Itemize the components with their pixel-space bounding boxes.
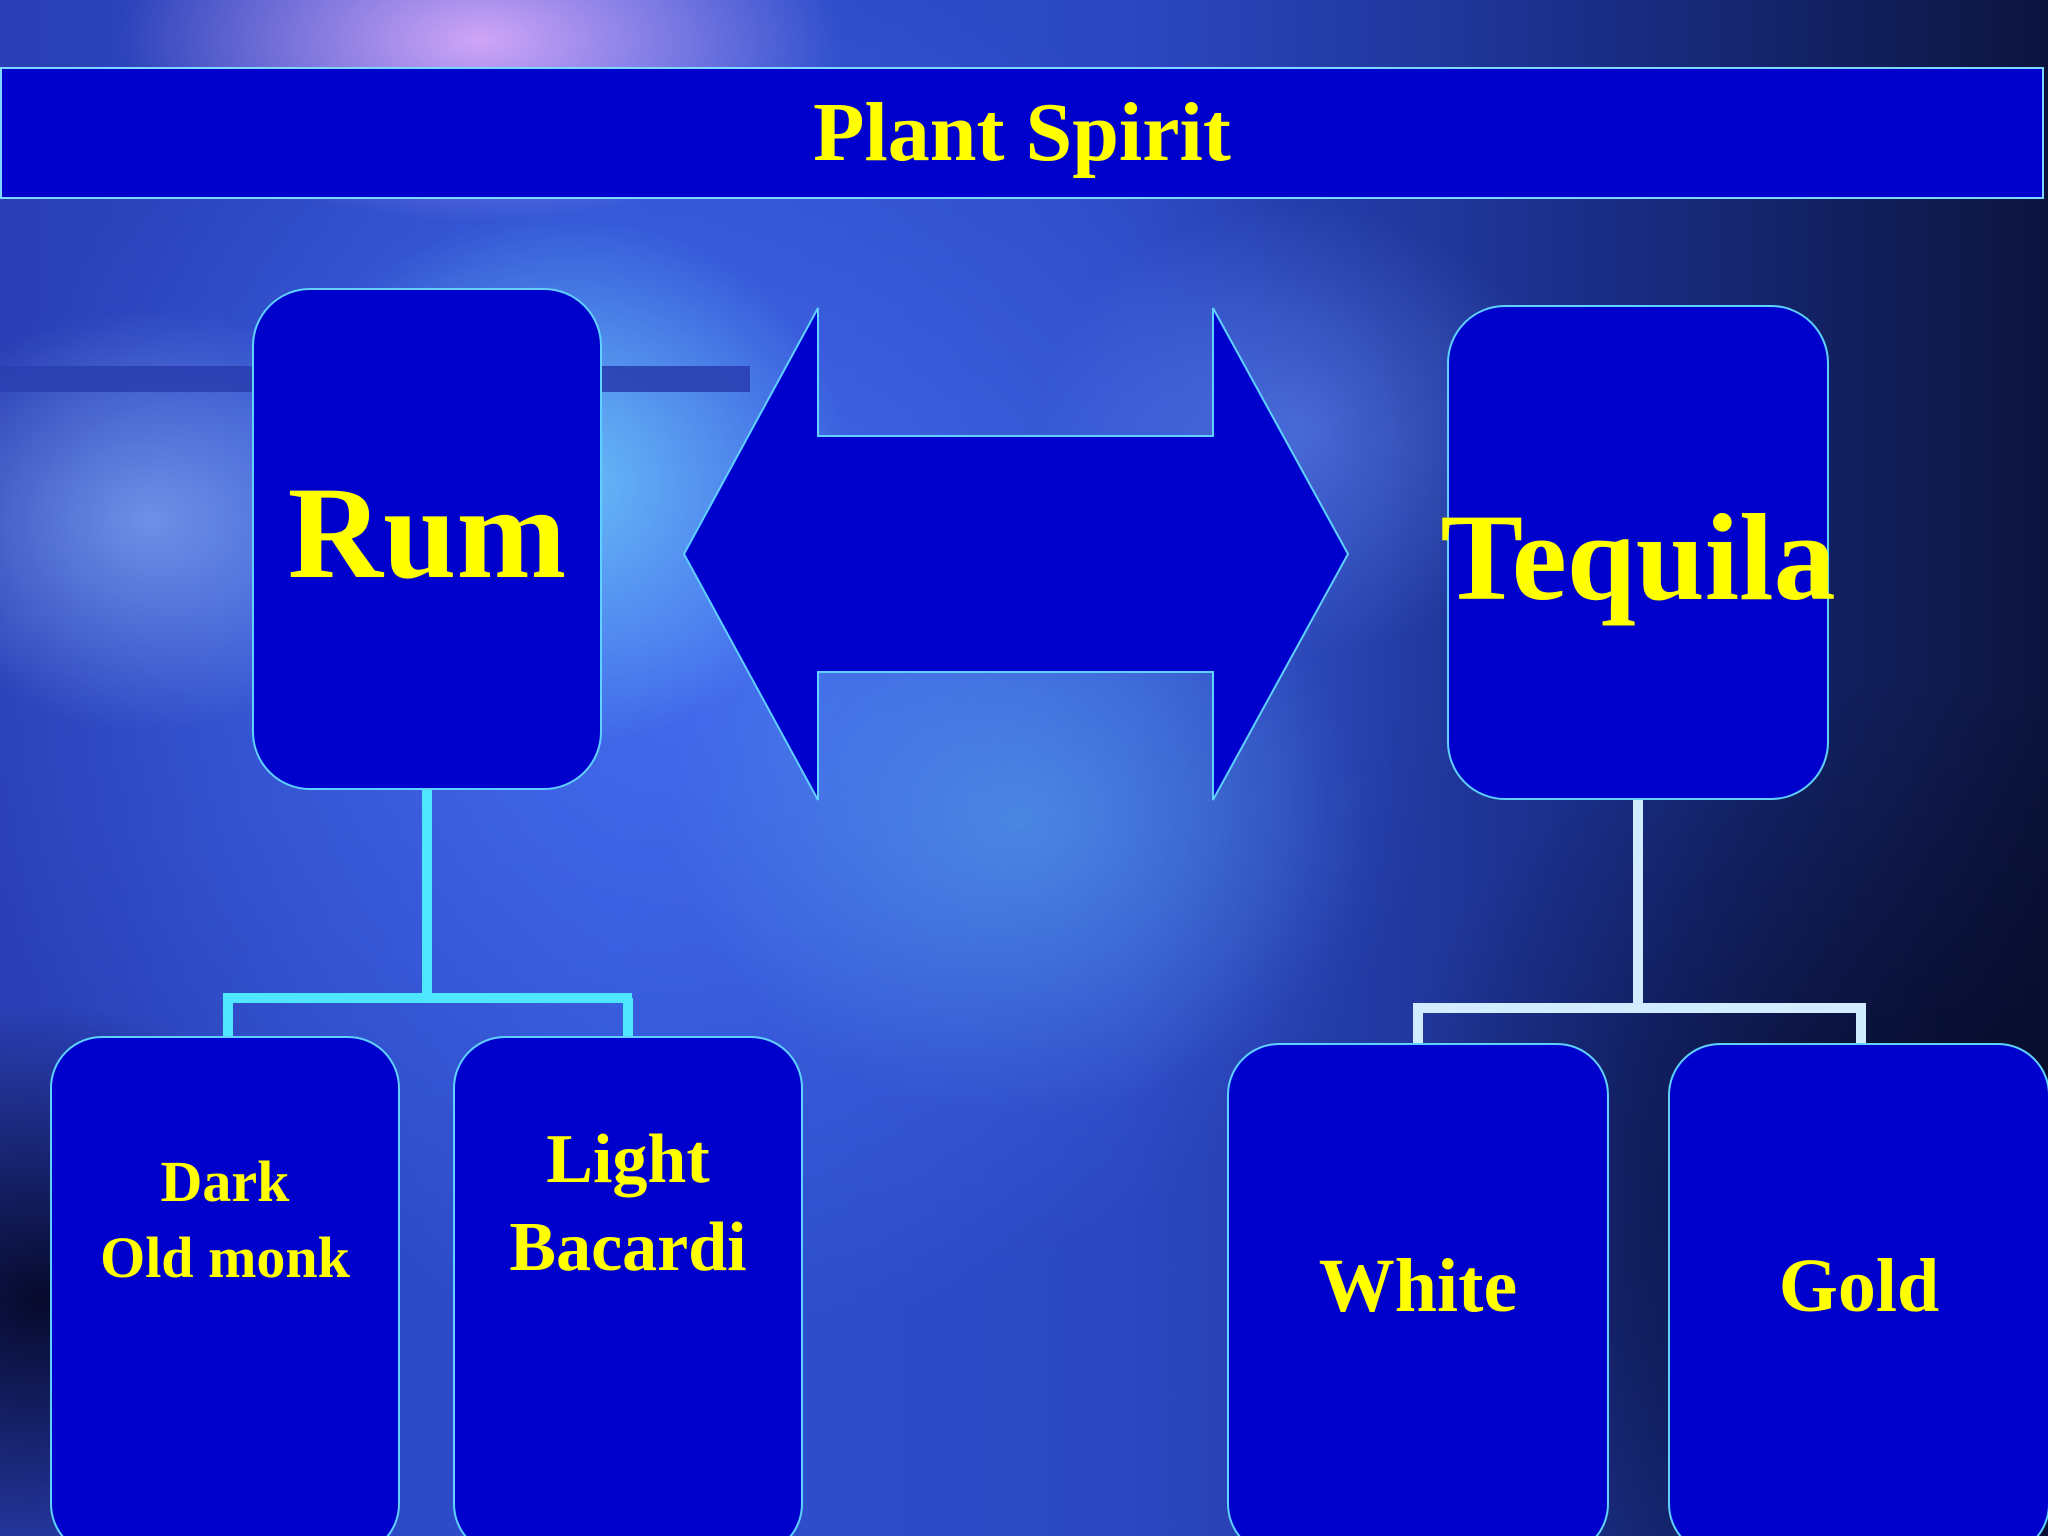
node-tequila-label: Tequila	[1440, 488, 1836, 626]
node-dark-rum: Dark Old monk	[50, 1036, 400, 1536]
node-light-rum-line1: Light	[546, 1121, 710, 1198]
node-light-rum-label: Light Bacardi	[509, 1116, 746, 1292]
node-gold-tequila-label: Gold	[1778, 1243, 1940, 1328]
rum-connector	[223, 790, 633, 1040]
node-rum-label: Rum	[287, 459, 567, 606]
node-light-rum: Light Bacardi	[453, 1036, 803, 1536]
node-light-rum-line2: Bacardi	[509, 1209, 747, 1286]
node-dark-rum-label: Dark Old monk	[100, 1144, 350, 1296]
node-white-tequila-label: White	[1318, 1243, 1518, 1328]
slide-title: Plant Spirit	[813, 86, 1231, 179]
title-bar: Plant Spirit	[0, 67, 2044, 199]
node-rum: Rum	[252, 288, 602, 790]
node-dark-rum-line1: Dark	[160, 1149, 290, 1214]
node-dark-rum-line2: Old monk	[100, 1225, 350, 1290]
node-gold-tequila: Gold	[1668, 1043, 2048, 1536]
double-headed-arrow-icon	[682, 307, 1350, 801]
tequila-connector	[1413, 800, 1866, 1047]
node-tequila: Tequila	[1440, 305, 1836, 800]
node-white-tequila: White	[1227, 1043, 1609, 1536]
